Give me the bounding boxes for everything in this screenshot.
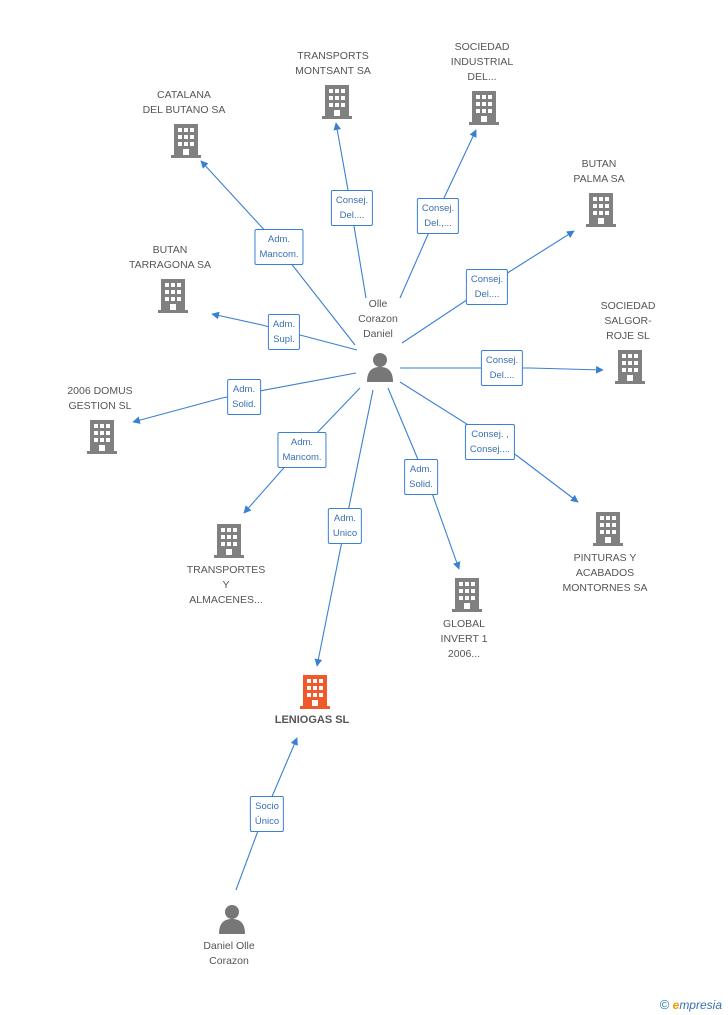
- edge-label-pinturas: Consej. , Consej....: [464, 424, 516, 460]
- edge-pinturas: [515, 454, 579, 503]
- building-icon-pinturas: [593, 512, 623, 546]
- building-icon-global: [452, 578, 482, 612]
- building-icon-palma: [586, 193, 616, 227]
- edge-label-palma: Consej. Del....: [465, 269, 509, 305]
- focus-company-label[interactable]: LENIOGAS SL: [274, 714, 350, 726]
- company-label-pinturas[interactable]: PINTURAS Y ACABADOS MONTORNES SA: [562, 552, 648, 594]
- edge-global: [431, 492, 461, 570]
- edge-tarragona: [211, 311, 263, 326]
- edge-label-montsant: Consej. Del....: [330, 190, 374, 226]
- building-icon-montsant: [322, 85, 352, 119]
- person-icon-center: [367, 353, 393, 382]
- building-icon-industrial: [469, 91, 499, 125]
- person-icon-bottom: [219, 905, 245, 934]
- edge-label-leniogas: Adm. Unico: [327, 508, 363, 544]
- edge-industrial: [443, 129, 477, 199]
- company-label-montsant[interactable]: TRANSPORTS MONTSANT SA: [295, 50, 371, 77]
- company-label-domus[interactable]: 2006 DOMUS GESTION SL: [67, 385, 133, 412]
- brand-initial: e: [672, 998, 680, 1012]
- building-icon-almacenes: [214, 524, 244, 558]
- bottom-person-label[interactable]: Daniel Olle Corazon: [203, 940, 255, 967]
- building-icon-salgor: [615, 350, 645, 384]
- company-label-catalana[interactable]: CATALANA DEL BUTANO SA: [142, 89, 226, 116]
- edge-label-domus: Adm. Solid.: [227, 379, 261, 415]
- copyright-icon: ©: [659, 997, 670, 1012]
- company-label-tarragona[interactable]: BUTAN TARRAGONA SA: [128, 244, 212, 271]
- edge-domus: [132, 397, 223, 424]
- edge-label-bottom-person: Socio Único: [249, 796, 285, 832]
- edge-label-catalana: Adm. Mancom.: [254, 229, 304, 265]
- company-label-salgor[interactable]: SOCIEDAD SALGOR- ROJE SL: [600, 300, 656, 342]
- company-label-palma[interactable]: BUTAN PALMA SA: [573, 158, 625, 185]
- company-label-industrial[interactable]: SOCIEDAD INDUSTRIAL DEL...: [450, 41, 514, 83]
- edge-label-salgor: Consej. Del....: [480, 350, 524, 386]
- empresia-watermark: © empresia: [660, 997, 722, 1012]
- edge-label-tarragona: Adm. Supl.: [267, 314, 301, 350]
- company-label-global[interactable]: GLOBAL INVERT 1 2006...: [440, 618, 488, 660]
- edge-label-almacenes: Adm. Mancom.: [277, 432, 327, 468]
- edge-catalana: [200, 160, 269, 235]
- brand-name: mpresia: [679, 998, 722, 1012]
- edge-salgor: [529, 365, 604, 374]
- building-icon-tarragona: [158, 279, 188, 313]
- edge-label-global: Adm. Solid.: [404, 459, 438, 495]
- edge-palma: [508, 230, 575, 273]
- building-icon-domus: [87, 420, 117, 454]
- edge-almacenes: [243, 461, 290, 514]
- edge-leniogas: [314, 540, 343, 667]
- edge-montsant: [333, 122, 349, 191]
- edge-label-industrial: Consej. Del.,...: [416, 198, 460, 234]
- company-label-almacenes[interactable]: TRANSPORTES Y ALMACENES...: [186, 564, 266, 606]
- building-icon-catalana: [171, 124, 201, 158]
- center-person-label[interactable]: Olle Corazon Daniel: [358, 298, 398, 340]
- building-icon-leniogas: [300, 675, 330, 709]
